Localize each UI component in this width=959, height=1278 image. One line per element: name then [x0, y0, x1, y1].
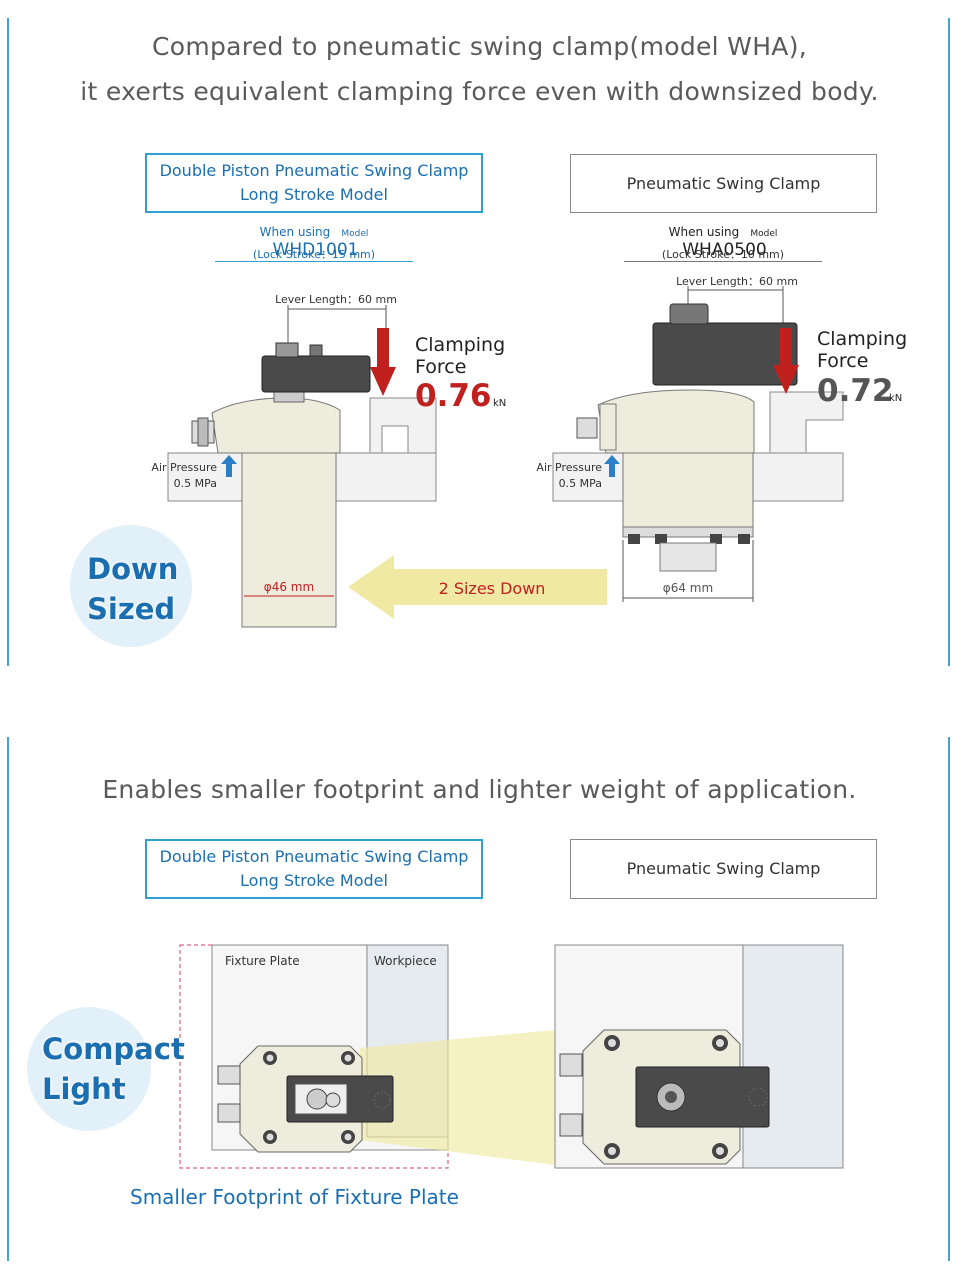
right-air-pressure-label: Air Pressure: [536, 461, 602, 474]
section2-right-title-box: Pneumatic Swing Clamp: [570, 839, 877, 899]
compact-light-badge-line2: Light: [42, 1072, 126, 1106]
right-port-fitting: [576, 417, 598, 439]
section2-right-title: Pneumatic Swing Clamp: [626, 859, 821, 878]
clamp-comparison-diagram: Lever Length：60 mm Clamping Force 0.76 k…: [151, 275, 907, 628]
section2-left-title-box: Double Piston Pneumatic Swing Clamp Long…: [145, 839, 483, 899]
left-when-using: When using: [259, 225, 331, 239]
footprint-projection: [360, 1030, 555, 1165]
right-lock-stroke: (Lock Stroke：10 mm): [661, 248, 785, 261]
right-clamp-body-lower: [622, 452, 754, 528]
right-clamping-force-value: 0.72: [817, 373, 894, 409]
left-model-word: Model: [341, 229, 369, 239]
right-model-word: Model: [750, 229, 778, 239]
right-product-title-box: Pneumatic Swing Clamp: [570, 154, 877, 213]
left-workpiece-label: Workpiece: [374, 954, 437, 968]
right-diameter-label: φ64 mm: [663, 581, 713, 595]
down-sized-badge-line1: Down: [87, 552, 179, 586]
section1-headline-line1: Compared to pneumatic swing clamp(model …: [152, 32, 807, 61]
right-air-pressure-value: 0.5 MPa: [559, 477, 602, 490]
right-workpiece-top: [742, 944, 844, 1169]
left-clamping-force-label1: Clamping: [415, 334, 505, 356]
right-lever-length-label: Lever Length：60 mm: [676, 275, 798, 288]
left-clamp-body-lower: [241, 452, 337, 628]
left-product-title-box: Double Piston Pneumatic Swing Clamp Long…: [145, 153, 483, 213]
footprint-comparison-diagram: Fixture Plate Workpiece: [179, 944, 844, 1169]
left-workpiece: [369, 397, 437, 454]
right-air-pressure-arrow-icon: [604, 455, 620, 477]
left-product-title-line2: Long Stroke Model: [240, 185, 388, 204]
left-lock-stroke: (Lock Stroke：15 mm): [252, 248, 376, 261]
left-air-pressure-value: 0.5 MPa: [174, 477, 217, 490]
footprint-caption: Smaller Footprint of Fixture Plate: [130, 1185, 459, 1209]
section1-right-border: [948, 18, 950, 666]
right-clamping-force-label1: Clamping: [817, 328, 907, 350]
left-lever-length-label: Lever Length：60 mm: [275, 293, 397, 306]
section1-left-border: [7, 18, 9, 666]
section2-right-border: [948, 737, 950, 1261]
left-diameter-label: φ46 mm: [264, 580, 314, 594]
right-model-number: WHA0500: [682, 240, 767, 260]
left-air-pressure-label: Air Pressure: [151, 461, 217, 474]
right-clamping-force-unit: kN: [889, 393, 902, 404]
section2-left-border: [7, 737, 9, 1261]
left-model-number: WHD1001: [272, 240, 359, 260]
left-clamping-force-label2: Force: [415, 356, 466, 378]
right-lever-top-view: [635, 1066, 770, 1128]
compact-light-badge: Compact Light: [27, 1007, 185, 1131]
right-clamp-lever: [652, 322, 798, 386]
right-force-arrow-icon: [773, 328, 799, 394]
right-workpiece: [769, 391, 844, 454]
section1-headline-line2: it exerts equivalent clamping force even…: [80, 77, 879, 106]
left-clamp-lever: [261, 355, 371, 393]
right-product-title: Pneumatic Swing Clamp: [626, 173, 821, 193]
right-clamp-flange: [597, 389, 755, 454]
left-clamp-flange: [211, 397, 341, 454]
down-sized-badge: Down Sized: [70, 525, 192, 647]
left-fixture-plate-label: Fixture Plate: [225, 954, 300, 968]
section2-left-title-line2: Long Stroke Model: [240, 871, 388, 890]
size-down-arrow: [348, 555, 607, 619]
right-clamping-force-label2: Force: [817, 350, 868, 372]
left-force-arrow-icon: [370, 328, 396, 396]
left-clamping-force-unit: kN: [493, 398, 506, 409]
left-clamping-force-value: 0.76: [415, 378, 492, 414]
left-product-title-line1: Double Piston Pneumatic Swing Clamp: [159, 161, 469, 180]
section2-headline: Enables smaller footprint and lighter we…: [102, 775, 857, 804]
right-model-line: When using Model WHA0500: [624, 221, 822, 262]
left-air-pressure-arrow-icon: [221, 455, 237, 477]
section2-left-title-line1: Double Piston Pneumatic Swing Clamp: [159, 847, 469, 866]
down-sized-badge-line2: Sized: [87, 592, 176, 626]
right-when-using: When using: [668, 225, 740, 239]
compact-light-badge-line1: Compact: [42, 1032, 185, 1066]
size-down-label: 2 Sizes Down: [439, 579, 546, 598]
left-model-line: When using Model WHD1001: [215, 221, 413, 262]
